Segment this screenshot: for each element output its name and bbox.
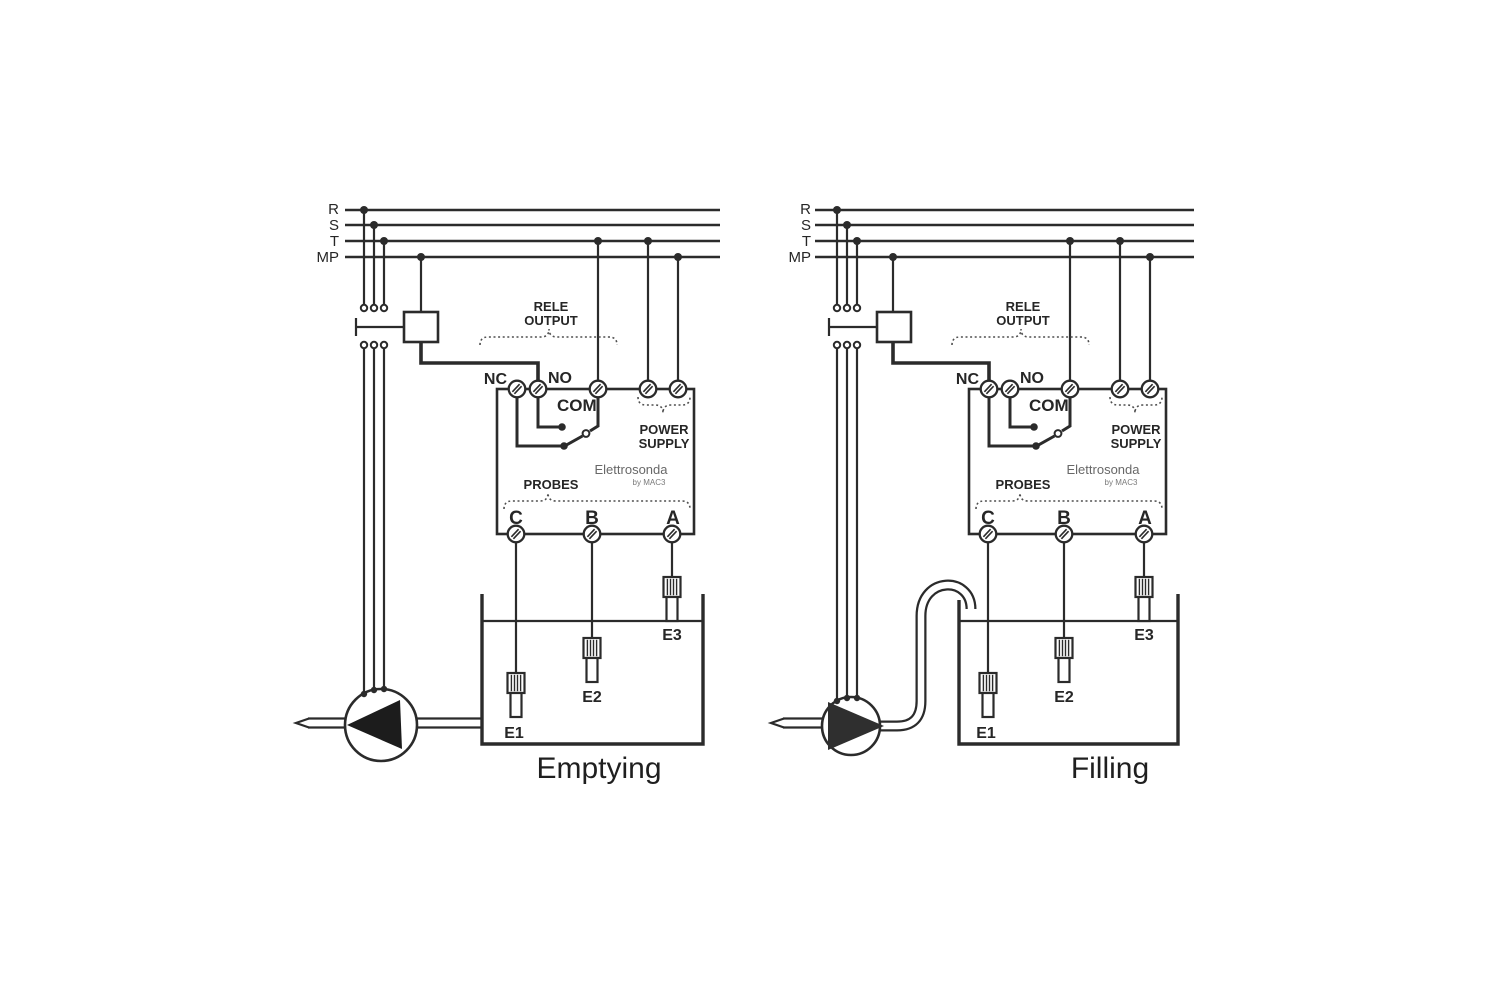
terminal-label-com: COM xyxy=(557,396,597,415)
contactor-coil xyxy=(875,257,991,381)
pump-impeller-icon xyxy=(828,702,884,750)
power-supply-label-1: POWER xyxy=(639,422,689,437)
probes-brace xyxy=(503,492,691,510)
probe-terminal-b: B xyxy=(1057,508,1071,529)
terminal-label-com: COM xyxy=(1029,396,1069,415)
probe-terminal-a: A xyxy=(1138,508,1152,529)
device-byline: by MAC3 xyxy=(1105,478,1138,487)
diagram-filling: R S T MP RELE OUT xyxy=(767,201,1194,785)
electrode-label-e1: E1 xyxy=(504,725,524,742)
power-bus: R S T MP xyxy=(317,201,720,266)
relay-output-label-2: OUTPUT xyxy=(996,313,1050,328)
terminal-label-nc: NC xyxy=(484,371,508,388)
pump-piping xyxy=(292,717,481,729)
contactor xyxy=(827,210,877,701)
bus-label-s: S xyxy=(801,217,811,234)
probe-terminal-c: C xyxy=(509,508,523,529)
probe-terminal-a: A xyxy=(666,508,680,529)
electrode-label-e3: E3 xyxy=(1134,627,1154,644)
relay-switch xyxy=(515,397,600,450)
bus-label-r: R xyxy=(328,201,339,218)
diagram-title-emptying: Emptying xyxy=(536,752,661,785)
diagram-emptying: R S T MP RELE OUT xyxy=(292,201,720,785)
terminal-label-nc: NC xyxy=(956,371,980,388)
bus-label-s: S xyxy=(329,217,339,234)
electrode-e1: E1 xyxy=(976,671,998,742)
terminal-label-no: NO xyxy=(548,370,572,387)
bus-label-mp: MP xyxy=(317,249,340,266)
electrode-label-e2: E2 xyxy=(582,689,602,706)
pump-piping xyxy=(767,579,977,732)
relay-output-label-2: OUTPUT xyxy=(524,313,578,328)
contactor xyxy=(354,210,404,694)
relay-output-callout: RELE OUTPUT xyxy=(479,299,618,346)
power-supply-label-2: SUPPLY xyxy=(1111,436,1162,451)
probe-terminal-b: B xyxy=(585,508,599,529)
electrode-e1: E1 xyxy=(504,671,526,742)
electrode-e3: E3 xyxy=(662,575,682,644)
pump-impeller-icon xyxy=(347,700,402,749)
electrode-label-e3: E3 xyxy=(662,627,682,644)
power-supply-label-2: SUPPLY xyxy=(639,436,690,451)
contactor-coil xyxy=(402,257,540,381)
relay-output-brace xyxy=(951,328,1090,346)
diagram-title-filling: Filling xyxy=(1071,752,1149,785)
terminal-label-no: NO xyxy=(1020,370,1044,387)
device-name: Elettrosonda xyxy=(1067,462,1141,477)
probes-brace xyxy=(975,492,1163,510)
pump xyxy=(343,685,419,763)
probes-label: PROBES xyxy=(996,477,1051,492)
electrode-e3: E3 xyxy=(1134,575,1154,644)
relay-switch xyxy=(987,397,1072,450)
bus-label-t: T xyxy=(802,233,811,250)
bus-label-r: R xyxy=(800,201,811,218)
power-supply-label-1: POWER xyxy=(1111,422,1161,437)
electrode-e2: E2 xyxy=(582,636,602,706)
electrode-label-e1: E1 xyxy=(976,725,996,742)
power-bus: R S T MP xyxy=(789,201,1194,266)
power-supply-brace xyxy=(1109,396,1163,414)
level-controller-box: NC NO COM POWER SUPPLY Elettrosonda by M… xyxy=(484,370,696,544)
relay-output-brace xyxy=(479,328,618,346)
electrode-label-e2: E2 xyxy=(1054,689,1074,706)
pump xyxy=(820,694,884,757)
device-name: Elettrosonda xyxy=(595,462,669,477)
device-byline: by MAC3 xyxy=(633,478,666,487)
relay-output-callout: RELE OUTPUT xyxy=(951,299,1090,346)
bus-label-mp: MP xyxy=(789,249,812,266)
level-controller-box: NC NO COM POWER SUPPLY Elettrosonda by M… xyxy=(956,370,1168,544)
probe-terminal-c: C xyxy=(981,508,995,529)
probes-label: PROBES xyxy=(524,477,579,492)
power-supply-brace xyxy=(637,396,691,414)
relay-output-label-1: RELE xyxy=(534,299,569,314)
relay-output-label-1: RELE xyxy=(1006,299,1041,314)
electrode-e2: E2 xyxy=(1054,636,1074,706)
bus-label-t: T xyxy=(330,233,339,250)
tank xyxy=(480,594,705,746)
